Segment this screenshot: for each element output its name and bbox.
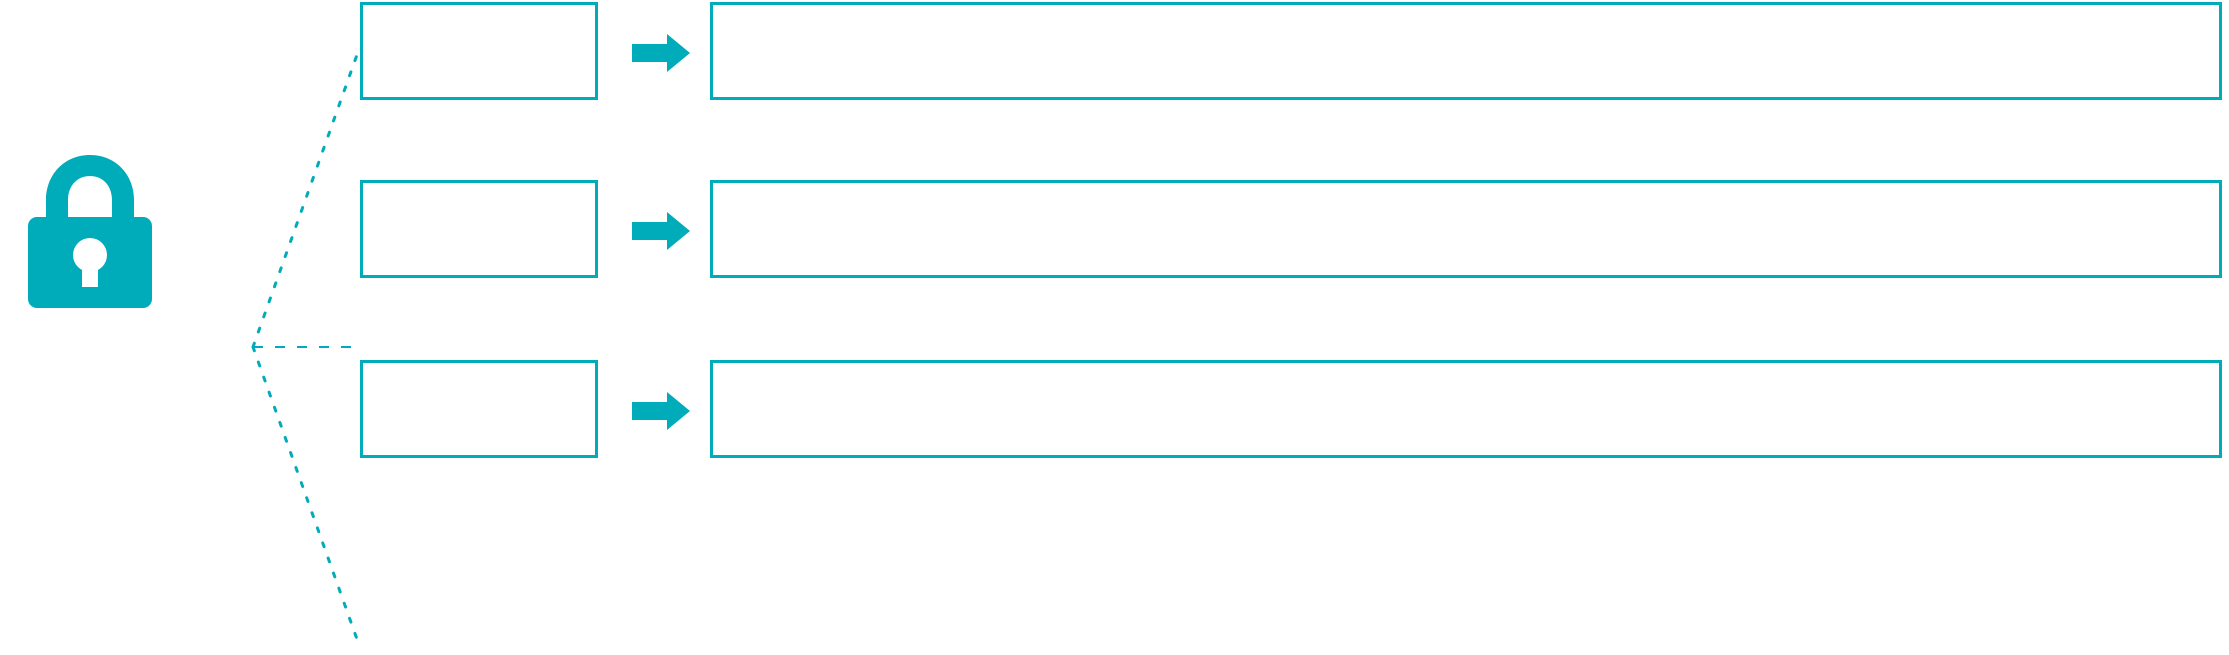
- row-3-left-box[interactable]: [360, 360, 598, 458]
- row-3-arrow-right-icon: [632, 392, 690, 430]
- connector-to-row-1: [251, 50, 360, 349]
- padlock-shackle-icon: [46, 155, 134, 227]
- row-3-right-box[interactable]: [710, 360, 2222, 458]
- padlock-keyhole-stem-icon: [82, 255, 98, 287]
- row-2-left-box[interactable]: [360, 180, 598, 278]
- row-2-arrow-right-icon: [632, 212, 690, 250]
- row-3-arrow-right-icon-glyph: [632, 392, 690, 430]
- row-1-right-box[interactable]: [710, 2, 2222, 100]
- padlock-icon: [28, 155, 152, 313]
- row-2-right-box[interactable]: [710, 180, 2222, 278]
- row-1-left-box[interactable]: [360, 2, 598, 100]
- row-1-arrow-right-icon-glyph: [632, 34, 690, 72]
- connector-to-row-3: [251, 345, 360, 644]
- row-1-arrow-right-icon: [632, 34, 690, 72]
- row-2-arrow-right-icon-glyph: [632, 212, 690, 250]
